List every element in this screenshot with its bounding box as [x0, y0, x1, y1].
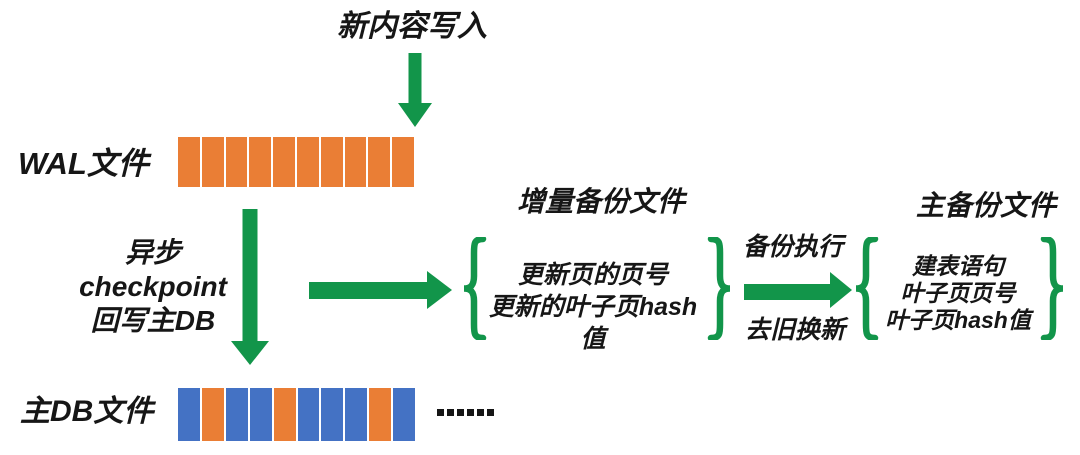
ellipsis-dot	[467, 408, 474, 416]
blue-segment	[225, 388, 248, 441]
incremental-content-line1: 更新页的页号	[517, 261, 668, 289]
backup-execute-label: 备份执行	[742, 233, 843, 261]
ellipsis-dot	[477, 408, 484, 416]
checkpoint-caption-line2: checkpoint	[79, 271, 227, 302]
down-arrow-icon	[396, 53, 434, 127]
checkpoint-down-arrow-icon	[230, 209, 270, 365]
orange-segment	[344, 137, 367, 187]
blue-segment	[249, 388, 272, 441]
ellipsis-dot	[447, 408, 454, 416]
checkpoint-caption: 异步 checkpoint 回写主DB	[48, 236, 258, 338]
to-master-arrow-icon	[744, 272, 852, 308]
wal-file-bar	[178, 137, 414, 187]
orange-segment	[178, 137, 200, 187]
orange-segment	[392, 137, 414, 187]
ellipsis-dot	[437, 408, 444, 416]
open-brace-icon	[462, 237, 487, 340]
blue-segment	[178, 388, 200, 441]
master-content-line3: 叶子页hash值	[885, 307, 1031, 333]
checkpoint-caption-line3: 回写主DB	[90, 305, 216, 336]
incremental-content-line2: 更新的叶子页hash值	[488, 293, 698, 353]
orange-segment	[201, 137, 224, 187]
orange-segment	[369, 388, 392, 441]
blue-segment	[345, 388, 368, 441]
open-brace-icon	[854, 237, 879, 340]
wal-file-label: WAL文件	[18, 146, 149, 181]
incremental-backup-content: 更新页的页号 更新的叶子页hash值	[480, 259, 706, 355]
orange-segment	[296, 137, 319, 187]
ellipsis-dot	[457, 408, 464, 416]
orange-segment	[201, 388, 224, 441]
orange-segment	[249, 137, 272, 187]
blue-segment	[321, 388, 344, 441]
incremental-backup-title: 增量备份文件	[516, 186, 685, 217]
orange-segment	[273, 388, 296, 441]
blue-segment	[297, 388, 320, 441]
master-backup-title: 主备份文件	[915, 190, 1056, 221]
close-brace-icon	[1040, 237, 1065, 340]
master-backup-content: 建表语句 叶子页页号 叶子页hash值	[876, 253, 1040, 334]
blue-segment	[393, 388, 416, 441]
main-db-file-label: 主DB文件	[20, 395, 154, 428]
ellipsis-dots	[437, 406, 494, 418]
to-incremental-arrow-icon	[309, 271, 452, 309]
master-content-line2: 叶子页页号	[900, 280, 1016, 306]
ellipsis-dot	[487, 408, 494, 416]
orange-segment	[320, 137, 343, 187]
orange-segment	[273, 137, 295, 187]
main-db-file-bar	[178, 388, 416, 441]
orange-segment	[368, 137, 391, 187]
replace-old-label: 去旧换新	[744, 316, 845, 344]
close-brace-icon	[707, 237, 732, 340]
orange-segment	[225, 137, 248, 187]
master-content-line1: 建表语句	[912, 253, 1004, 279]
checkpoint-caption-line1: 异步	[124, 237, 181, 268]
new-content-label: 新内容写入	[337, 10, 487, 43]
